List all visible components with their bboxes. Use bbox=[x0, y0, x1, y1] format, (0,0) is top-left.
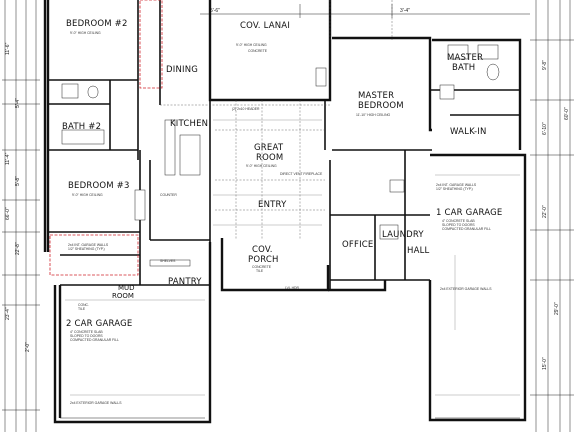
note-conc: CONC. bbox=[78, 303, 89, 307]
note-garage-sheathing: 1/2" SHEATHING (TYP.) bbox=[68, 247, 105, 251]
room-office: OFFICE bbox=[342, 240, 373, 250]
dim-right-4: 29'-0" bbox=[554, 302, 560, 315]
dimension-lines-top: 5'-6" 3'-4" bbox=[200, 4, 530, 18]
room-cov-porch-1: COV. bbox=[252, 245, 273, 255]
room-labels: BEDROOM #2 9'-0" HIGH CEILING DINING COV… bbox=[62, 19, 502, 342]
room-master-bath-1: MASTER bbox=[447, 53, 483, 63]
note-tile: TILE bbox=[78, 307, 86, 311]
note-garage1-slope: SLOPED TO DOORS bbox=[442, 223, 475, 227]
room-hall: HALL bbox=[407, 246, 430, 256]
room-bedroom-3: BEDROOM #3 bbox=[68, 181, 130, 191]
note-garage2-slab: 4" CONCRETE SLAB bbox=[70, 330, 103, 334]
structural-lines bbox=[65, 0, 520, 396]
room-garage-1: 1 CAR GARAGE bbox=[436, 208, 502, 218]
dim-right-5: 15'-0" bbox=[542, 357, 548, 370]
room-dining: DINING bbox=[166, 65, 198, 75]
note-lvl-hdr: LVL HDR bbox=[285, 286, 299, 290]
note-porch-concrete: CONCRETE bbox=[252, 265, 272, 269]
room-master-bedroom-1: MASTER bbox=[358, 91, 394, 101]
dimension-lines-left: 11'-6" 5'-4" 11'-4" 5'-8" 66'-0" 22'-8" … bbox=[2, 0, 40, 432]
note-garage1-fill: COMPACTED GRANULAR FILL bbox=[442, 227, 491, 231]
note-porch-tile: TILE bbox=[256, 269, 264, 273]
note-garage2-slope: SLOPED TO DOORS bbox=[70, 334, 103, 338]
room-great-2: ROOM bbox=[256, 153, 283, 163]
note-ext-garage-walls: 2x4 EXTERIOR GARAGE WALLS bbox=[70, 401, 122, 405]
note-master-ceiling: 11'-10" HIGH CEILING bbox=[356, 113, 391, 117]
room-cov-porch-2: PORCH bbox=[248, 255, 279, 265]
room-bedroom-2: BEDROOM #2 bbox=[66, 19, 128, 29]
note-garage1-walls: 2x4 INT. GARAGE WALLS bbox=[436, 183, 477, 187]
note-fireplace: DIRECT VENT FIREPLACE bbox=[280, 172, 323, 176]
dim-left-5: 66'-0" bbox=[5, 207, 11, 220]
note-garage-walls: 2x4 INT. GARAGE WALLS bbox=[68, 243, 109, 247]
note-garage1-sheathing: 1/2" SHEATHING (TYP.) bbox=[436, 187, 473, 191]
dim-left-3: 11'-4" bbox=[5, 152, 11, 165]
dim-left-6: 22'-8" bbox=[15, 242, 21, 255]
note-ext-garage1-walls: 2x4 EXTERIOR GARAGE WALLS bbox=[440, 287, 492, 291]
note-lanai-concrete: CONCRETE bbox=[248, 49, 268, 53]
note-shelves: SHELVES bbox=[160, 259, 176, 263]
note-garage2-fill: COMPACTED GRANULAR FILL bbox=[70, 338, 119, 342]
room-garage-2: 2 CAR GARAGE bbox=[66, 319, 132, 329]
interior-walls bbox=[48, 0, 520, 290]
note-counter: COUNTER bbox=[160, 193, 177, 197]
room-mud-1: MUD bbox=[118, 284, 135, 292]
dim-top-1: 5'-6" bbox=[210, 8, 220, 14]
note-bed2-ceiling: 9'-0" HIGH CEILING bbox=[70, 31, 101, 35]
room-kitchen: KITCHEN bbox=[170, 119, 208, 129]
note-bed3-ceiling: 9'-0" HIGH CEILING bbox=[72, 193, 103, 197]
room-pantry: PANTRY bbox=[168, 277, 202, 287]
room-master-bedroom-2: BEDROOM bbox=[358, 101, 404, 111]
room-mud-2: ROOM bbox=[112, 292, 134, 300]
note-great-ceiling: 9'-0" HIGH CEILING bbox=[246, 164, 277, 168]
note-lanai-ceiling: 9'-0" HIGH CEILING bbox=[236, 43, 267, 47]
room-entry: ENTRY bbox=[258, 200, 287, 210]
dim-left-8: 2'-0" bbox=[25, 342, 31, 352]
dim-left-7: 23'-4" bbox=[5, 307, 11, 320]
dim-right-1: 9'-8" bbox=[542, 60, 548, 70]
room-great-1: GREAT bbox=[254, 143, 284, 153]
dim-right-3: 22'-0" bbox=[542, 205, 548, 218]
fixtures bbox=[61, 44, 500, 267]
exterior-walls bbox=[43, 0, 527, 424]
dim-right-2: 6'-10" bbox=[542, 122, 548, 135]
dimension-lines-right: 9'-8" 6'-10" 22'-0" 29'-0" 15'-0" 60'-0" bbox=[530, 0, 574, 432]
dim-left-4: 5'-8" bbox=[15, 176, 21, 186]
note-header: (2) 2x10 HEADER bbox=[232, 107, 260, 111]
misc-notes: 2x4 INT. GARAGE WALLS 1/2" SHEATHING (TY… bbox=[68, 107, 492, 405]
note-garage1-slab: 4" CONCRETE SLAB bbox=[442, 219, 475, 223]
room-laundry: LAUNDRY bbox=[382, 230, 424, 240]
room-master-bath-2: BATH bbox=[452, 63, 475, 73]
room-walk-in: WALK-IN bbox=[450, 127, 487, 137]
room-cov-lanai: COV. LANAI bbox=[240, 21, 290, 31]
dim-right-6: 60'-0" bbox=[564, 107, 570, 120]
dim-left-2: 5'-4" bbox=[15, 98, 21, 108]
dim-top-2: 3'-4" bbox=[400, 8, 410, 14]
dim-left-1: 11'-6" bbox=[5, 42, 11, 55]
room-bath-2: BATH #2 bbox=[62, 122, 101, 132]
red-markup bbox=[49, 0, 163, 276]
